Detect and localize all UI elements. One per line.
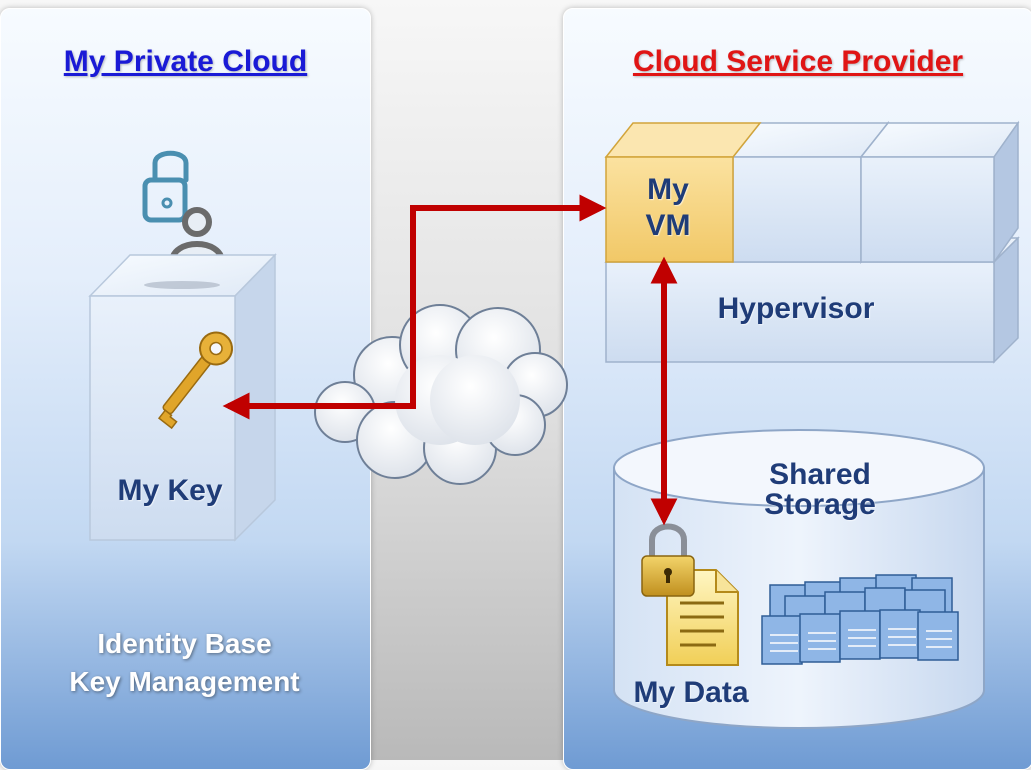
vm-slot-3 [859,120,1020,265]
private-cloud-title: My Private Cloud [63,45,308,78]
shared-storage-label: Shared Storage [700,460,940,520]
my-vm-label-line1: My [647,173,689,206]
lock-person-icon [142,150,226,265]
my-data-label: My Data [633,676,749,709]
key-management-caption: Identity Base Key Management [0,625,369,701]
key-management-line2: Key Management [69,666,300,697]
document-stack-icon [761,574,959,665]
vm-slot-2 [731,120,890,265]
my-vm-label-line2: VM [645,209,691,242]
provider-title: Cloud Service Provider [632,45,964,78]
hypervisor-label: Hypervisor [717,292,875,325]
key-management-line1: Identity Base [97,628,272,659]
padlock-icon [641,523,695,597]
my-key-label: My Key [117,474,223,507]
my-vm-label: My VM [606,172,730,244]
connection-arrows [222,194,678,526]
my-vm-box [604,122,762,263]
key-to-vm-arrow [222,194,607,420]
shared-storage-line1: Shared [769,458,871,491]
shared-storage-line2: Storage [764,488,876,521]
cloud-icon [314,304,568,485]
